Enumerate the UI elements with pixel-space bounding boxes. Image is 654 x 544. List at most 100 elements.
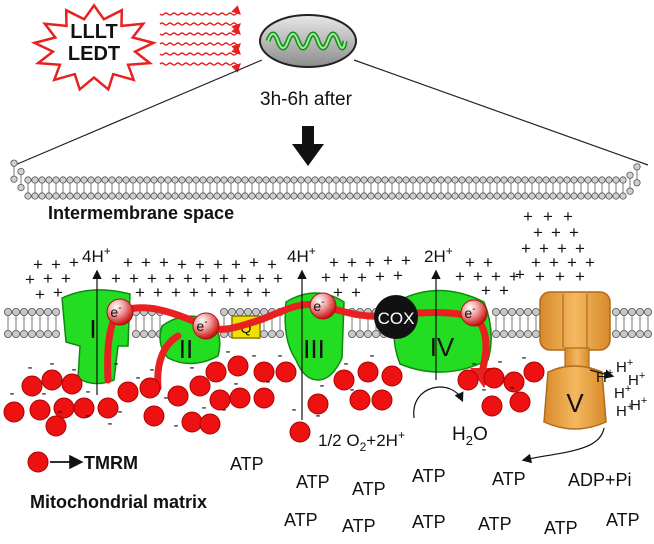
minus-sign: - bbox=[350, 381, 355, 398]
proton-label-c3: 4H+ bbox=[287, 244, 316, 266]
light-ray bbox=[159, 45, 241, 56]
minus-sign: - bbox=[190, 359, 195, 376]
plus-sign: + bbox=[551, 223, 561, 242]
minus-sign: - bbox=[150, 361, 155, 378]
minus-sign: - bbox=[370, 347, 375, 364]
plus-sign: + bbox=[481, 281, 491, 300]
plus-sign: + bbox=[35, 285, 45, 304]
tmrm-dot bbox=[457, 369, 479, 391]
plus-sign: + bbox=[225, 283, 235, 302]
svg-text:H+: H+ bbox=[628, 370, 645, 389]
proton-label-c4: 2H+ bbox=[424, 244, 453, 266]
plus-sign: + bbox=[533, 223, 543, 242]
tmrm-dot bbox=[181, 411, 203, 433]
plus-sign: + bbox=[569, 223, 579, 242]
plus-sign: + bbox=[491, 267, 501, 286]
minus-sign: - bbox=[108, 415, 113, 432]
plus-sign: + bbox=[243, 283, 253, 302]
tmrm-dot bbox=[227, 355, 249, 377]
atp-label: ATP bbox=[492, 469, 526, 489]
plus-sign: + bbox=[365, 253, 375, 272]
complex-v-label: V bbox=[566, 388, 584, 418]
timing-label: 3h-6h after bbox=[260, 89, 353, 110]
tmrm-dot bbox=[3, 401, 25, 423]
complex-iv-label: IV bbox=[430, 332, 455, 362]
plus-sign: + bbox=[171, 283, 181, 302]
tmrm-dot bbox=[275, 361, 297, 383]
starburst-line1: LLLT bbox=[70, 21, 117, 43]
tmrm-dot bbox=[253, 387, 275, 409]
minus-sign: - bbox=[252, 347, 257, 364]
plus-sign: + bbox=[329, 253, 339, 272]
atp-label: ATP bbox=[606, 510, 640, 530]
zoom-line-left bbox=[14, 59, 263, 166]
plus-sign: + bbox=[129, 269, 139, 288]
plus-sign: + bbox=[347, 253, 357, 272]
plus-sign: + bbox=[219, 269, 229, 288]
atp-label: ATP bbox=[412, 466, 446, 486]
plus-sign: + bbox=[539, 239, 549, 258]
minus-sign: - bbox=[86, 383, 91, 400]
plus-sign: + bbox=[267, 255, 277, 274]
minus-sign: - bbox=[72, 361, 77, 378]
tmrm-dot bbox=[333, 369, 355, 391]
svg-text:4H+: 4H+ bbox=[287, 244, 316, 266]
svg-text:e-: e- bbox=[196, 317, 207, 334]
complex-v-atp-synthase: V bbox=[539, 291, 611, 430]
tmrm-dot bbox=[167, 385, 189, 407]
plus-sign: + bbox=[141, 253, 151, 272]
plus-sign: + bbox=[123, 253, 133, 272]
svg-text:e-: e- bbox=[110, 303, 121, 320]
plus-sign: + bbox=[213, 255, 223, 274]
plus-sign: + bbox=[255, 269, 265, 288]
svg-text:4H+: 4H+ bbox=[82, 244, 111, 266]
minus-sign: - bbox=[278, 347, 283, 364]
plus-sign: + bbox=[535, 267, 545, 286]
matrix-label: Mitochondrial matrix bbox=[30, 492, 207, 512]
mitochondrion-icon bbox=[259, 14, 357, 68]
plus-sign: + bbox=[549, 253, 559, 272]
down-arrow-icon bbox=[292, 126, 324, 166]
light-ray bbox=[159, 5, 241, 16]
tmrm-dot bbox=[483, 367, 505, 389]
plus-sign: + bbox=[465, 253, 475, 272]
electron-sphere: e- bbox=[460, 299, 488, 327]
plus-sign: + bbox=[555, 267, 565, 286]
tmrm-dot bbox=[253, 361, 275, 383]
complex-ii-label: II bbox=[179, 334, 193, 364]
tmrm-dot bbox=[29, 399, 51, 421]
plus-sign: + bbox=[159, 253, 169, 272]
plus-sign: + bbox=[393, 266, 403, 285]
plus-sign: + bbox=[111, 269, 121, 288]
plus-sign: + bbox=[383, 251, 393, 270]
plus-sign: + bbox=[231, 255, 241, 274]
tmrm-dot bbox=[381, 365, 403, 387]
atp-label: ATP bbox=[230, 454, 264, 474]
complex-i-label: I bbox=[89, 314, 96, 344]
svg-text:H+: H+ bbox=[614, 383, 631, 402]
plus-sign: + bbox=[333, 283, 343, 302]
plus-sign: + bbox=[273, 269, 283, 288]
minus-sign: - bbox=[86, 407, 91, 424]
minus-sign: - bbox=[118, 403, 123, 420]
proton-plus-signs: ++++++++++++++++++++++++++++++++++++++++… bbox=[25, 207, 595, 304]
plus-sign: + bbox=[523, 207, 533, 226]
light-ray bbox=[159, 62, 241, 73]
outer-membrane bbox=[10, 159, 641, 200]
plus-sign: + bbox=[401, 251, 411, 270]
proton-label-c1: 4H+ bbox=[82, 244, 111, 266]
tmrm-dot bbox=[481, 395, 503, 417]
plus-sign: + bbox=[53, 283, 63, 302]
electron-sphere: e- bbox=[106, 298, 134, 326]
complex-iii-label: III bbox=[303, 334, 325, 364]
plus-sign: + bbox=[165, 269, 175, 288]
plus-sign: + bbox=[563, 207, 573, 226]
synthase-proton-flow: H+ H+ H+ H+ H+ H+ bbox=[589, 357, 647, 420]
electrons: e-e-e-e- bbox=[106, 292, 488, 340]
plus-sign: + bbox=[567, 253, 577, 272]
tmrm-legend-label: TMRM bbox=[84, 453, 138, 473]
starburst-line2: LEDT bbox=[68, 43, 120, 65]
plus-sign: + bbox=[261, 283, 271, 302]
tmrm-dot bbox=[21, 375, 43, 397]
